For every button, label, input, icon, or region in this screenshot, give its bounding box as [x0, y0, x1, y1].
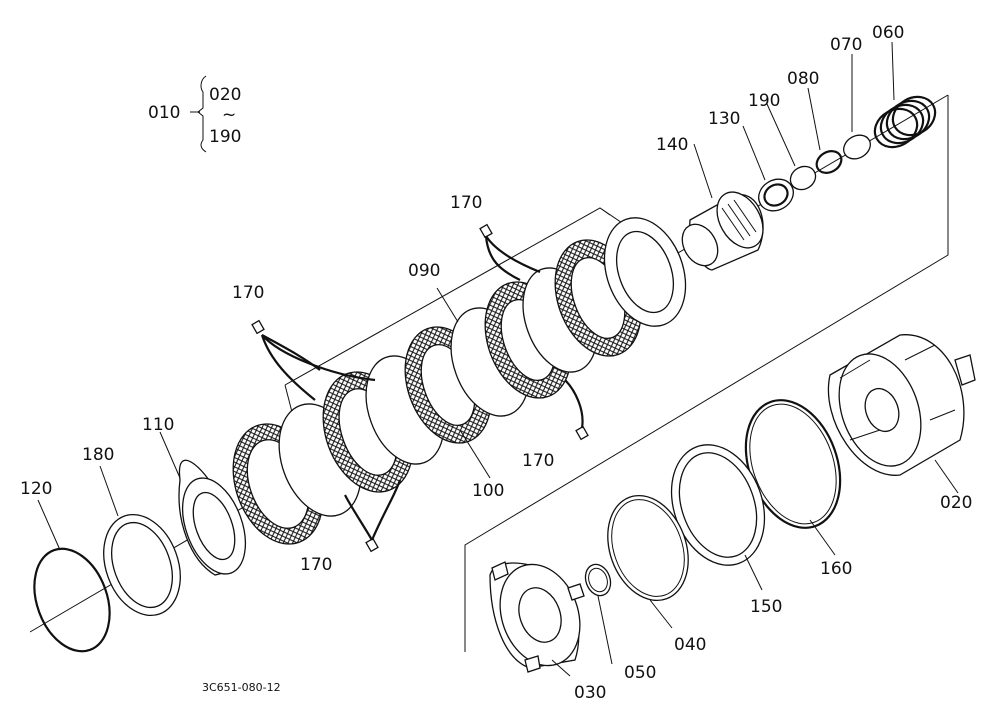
part-070-washer [843, 134, 871, 160]
part-030-piston [489, 561, 585, 673]
label-170-top: 170 [450, 193, 482, 213]
part-190-ring [789, 165, 817, 191]
label-020: 020 [940, 493, 972, 513]
lower-group-frame [464, 95, 949, 652]
assembly-id-label: 010 [148, 103, 180, 123]
assembly-range-end: 190 [209, 127, 241, 147]
label-080: 080 [787, 69, 819, 89]
label-150: 150 [750, 597, 782, 617]
label-170-right: 170 [522, 451, 554, 471]
part-080-snap-ring [815, 150, 843, 174]
label-060: 060 [872, 23, 904, 43]
part-labels: 060 070 080 190 130 140 170 090 170 110 … [20, 23, 972, 703]
part-180-washer [103, 513, 181, 617]
label-160: 160 [820, 559, 852, 579]
label-180: 180 [82, 445, 114, 465]
label-070: 070 [830, 35, 862, 55]
part-110-steel-plate [178, 459, 247, 576]
label-110: 110 [142, 415, 174, 435]
label-140: 140 [656, 135, 688, 155]
part-060-spring [873, 95, 937, 149]
part-150-ring [670, 444, 766, 566]
label-120: 120 [20, 479, 52, 499]
part-end-plate [603, 217, 687, 327]
assembly-reference: 010 020 ~ 190 [148, 75, 241, 153]
label-050: 050 [624, 663, 656, 683]
label-040: 040 [674, 635, 706, 655]
part-140-hub [681, 191, 764, 271]
part-040-seal-ring [607, 494, 689, 602]
part-120-snap-ring [33, 547, 111, 653]
assembly-range-start: 020 [209, 85, 241, 105]
label-090: 090 [408, 261, 440, 281]
part-020-drum [827, 334, 976, 476]
part-170-pins [251, 223, 589, 553]
label-030: 030 [574, 683, 606, 703]
label-130: 130 [708, 109, 740, 129]
label-170-left: 170 [232, 283, 264, 303]
assembly-range-tilde: ~ [222, 105, 236, 125]
part-050-o-ring [584, 563, 612, 597]
part-130-bearing [758, 178, 794, 212]
label-170-bottom: 170 [300, 555, 332, 575]
label-100: 100 [472, 481, 504, 501]
leader-lines [37, 41, 959, 677]
label-190: 190 [748, 91, 780, 111]
drawing-code: 3C651-080-12 [202, 681, 281, 694]
